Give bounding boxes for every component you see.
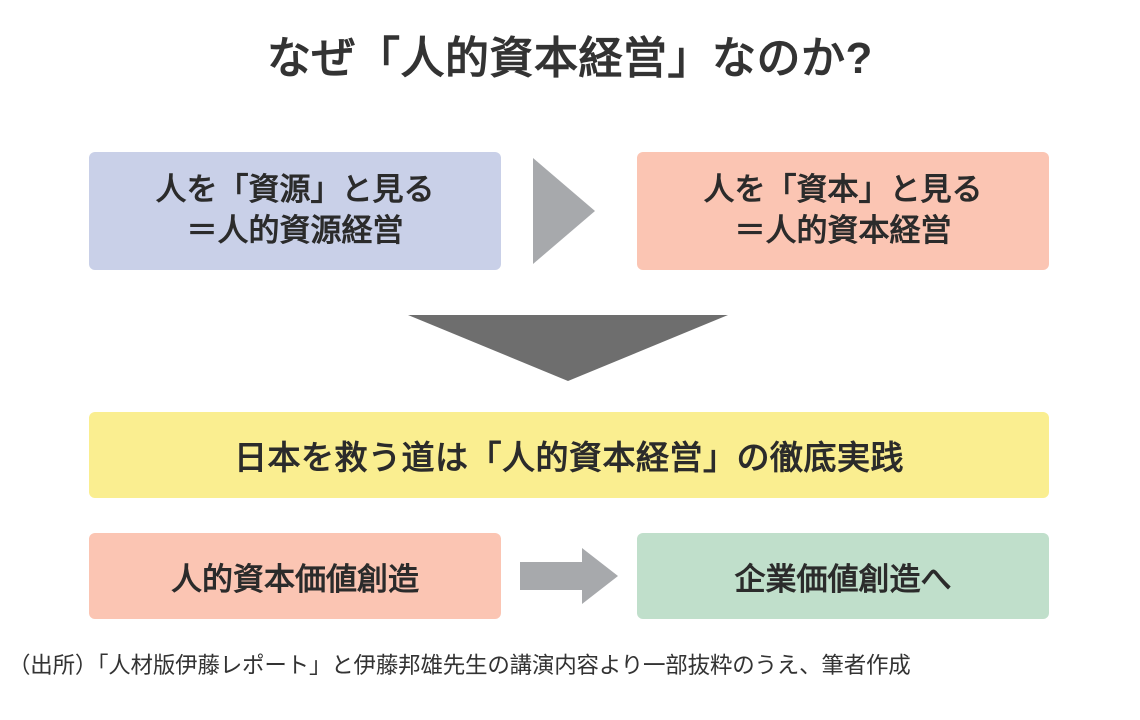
page-title: なぜ「人的資本経営」なのか? [267, 34, 873, 83]
box-human-capital-value-creation-label: 人的資本価値創造 [171, 561, 419, 597]
arrow-right-icon [520, 548, 618, 604]
box-human-resource-line1: 人を「資源」と見る [155, 172, 435, 208]
box-human-resource: 人を「資源」と見る ＝人的資源経営 [89, 152, 501, 270]
box-human-capital-line2: ＝人的資本経営 [734, 213, 952, 248]
box-human-capital: 人を「資本」と見る ＝人的資本経営 [637, 152, 1049, 270]
box-human-capital-value-creation: 人的資本価値創造 [89, 533, 501, 619]
box-corporate-value-creation-label: 企業価値創造へ [734, 561, 952, 597]
box-thorough-practice-label: 日本を救う道は「人的資本経営」の徹底実践 [234, 439, 904, 476]
triangle-right-icon [533, 158, 595, 264]
box-thorough-practice: 日本を救う道は「人的資本経営」の徹底実践 [89, 412, 1049, 498]
box-human-resource-line2: ＝人的資源経営 [186, 213, 404, 248]
box-corporate-value-creation: 企業価値創造へ [637, 533, 1049, 619]
source-note: （出所）「人材版伊藤レポート」と伊藤邦雄先生の講演内容より一部抜粋のうえ、筆者作… [8, 653, 911, 678]
triangle-down-icon [408, 315, 728, 381]
box-human-capital-line1: 人を「資本」と見る [703, 172, 983, 208]
